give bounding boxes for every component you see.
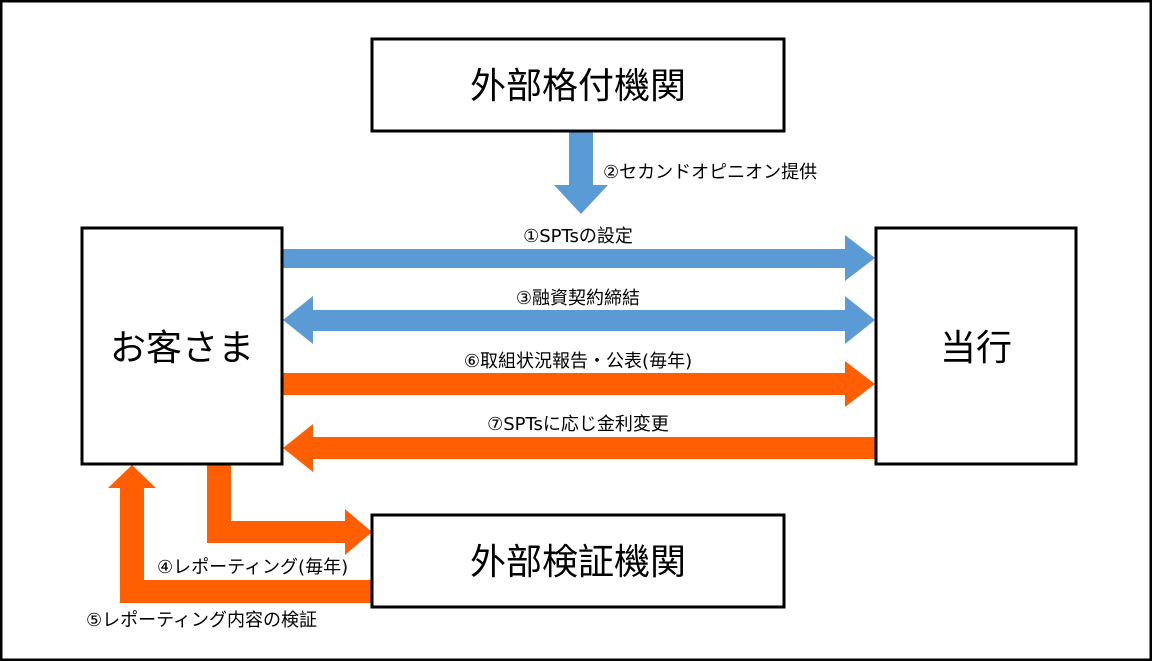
node-customer bbox=[80, 226, 284, 466]
label-verification: ⑤レポーティング内容の検証 bbox=[86, 610, 317, 631]
label-loan-contract: ③融資契約締結 bbox=[516, 288, 640, 309]
arrow-reporting bbox=[207, 465, 372, 555]
arrow-verification bbox=[108, 465, 372, 603]
label-progress-report: ⑥取組状況報告・公表(毎年) bbox=[464, 351, 692, 372]
node-bank bbox=[874, 226, 1078, 466]
node-rating-agency-label: 外部格付機関 bbox=[470, 66, 686, 107]
arrow-progress-report bbox=[283, 361, 875, 407]
node-rating-agency bbox=[370, 37, 786, 133]
arrow-second-opinion bbox=[554, 132, 608, 214]
arrow-spts-setting bbox=[283, 235, 875, 281]
node-bank-label: 当行 bbox=[940, 328, 1012, 369]
label-second-opinion: ②セカンドオピニオン提供 bbox=[603, 162, 817, 183]
arrow-rate-change bbox=[283, 424, 875, 472]
label-rate-change: ⑦SPTsに応じ金利変更 bbox=[487, 414, 669, 435]
node-customer-label: お客さま bbox=[110, 328, 254, 369]
node-verifier-label: 外部検証機関 bbox=[470, 542, 686, 583]
arrow-loan-contract bbox=[283, 296, 875, 344]
label-spts-setting: ①SPTsの設定 bbox=[523, 226, 633, 247]
node-verifier bbox=[370, 513, 786, 609]
label-reporting: ④レポーティング(毎年) bbox=[157, 557, 348, 578]
